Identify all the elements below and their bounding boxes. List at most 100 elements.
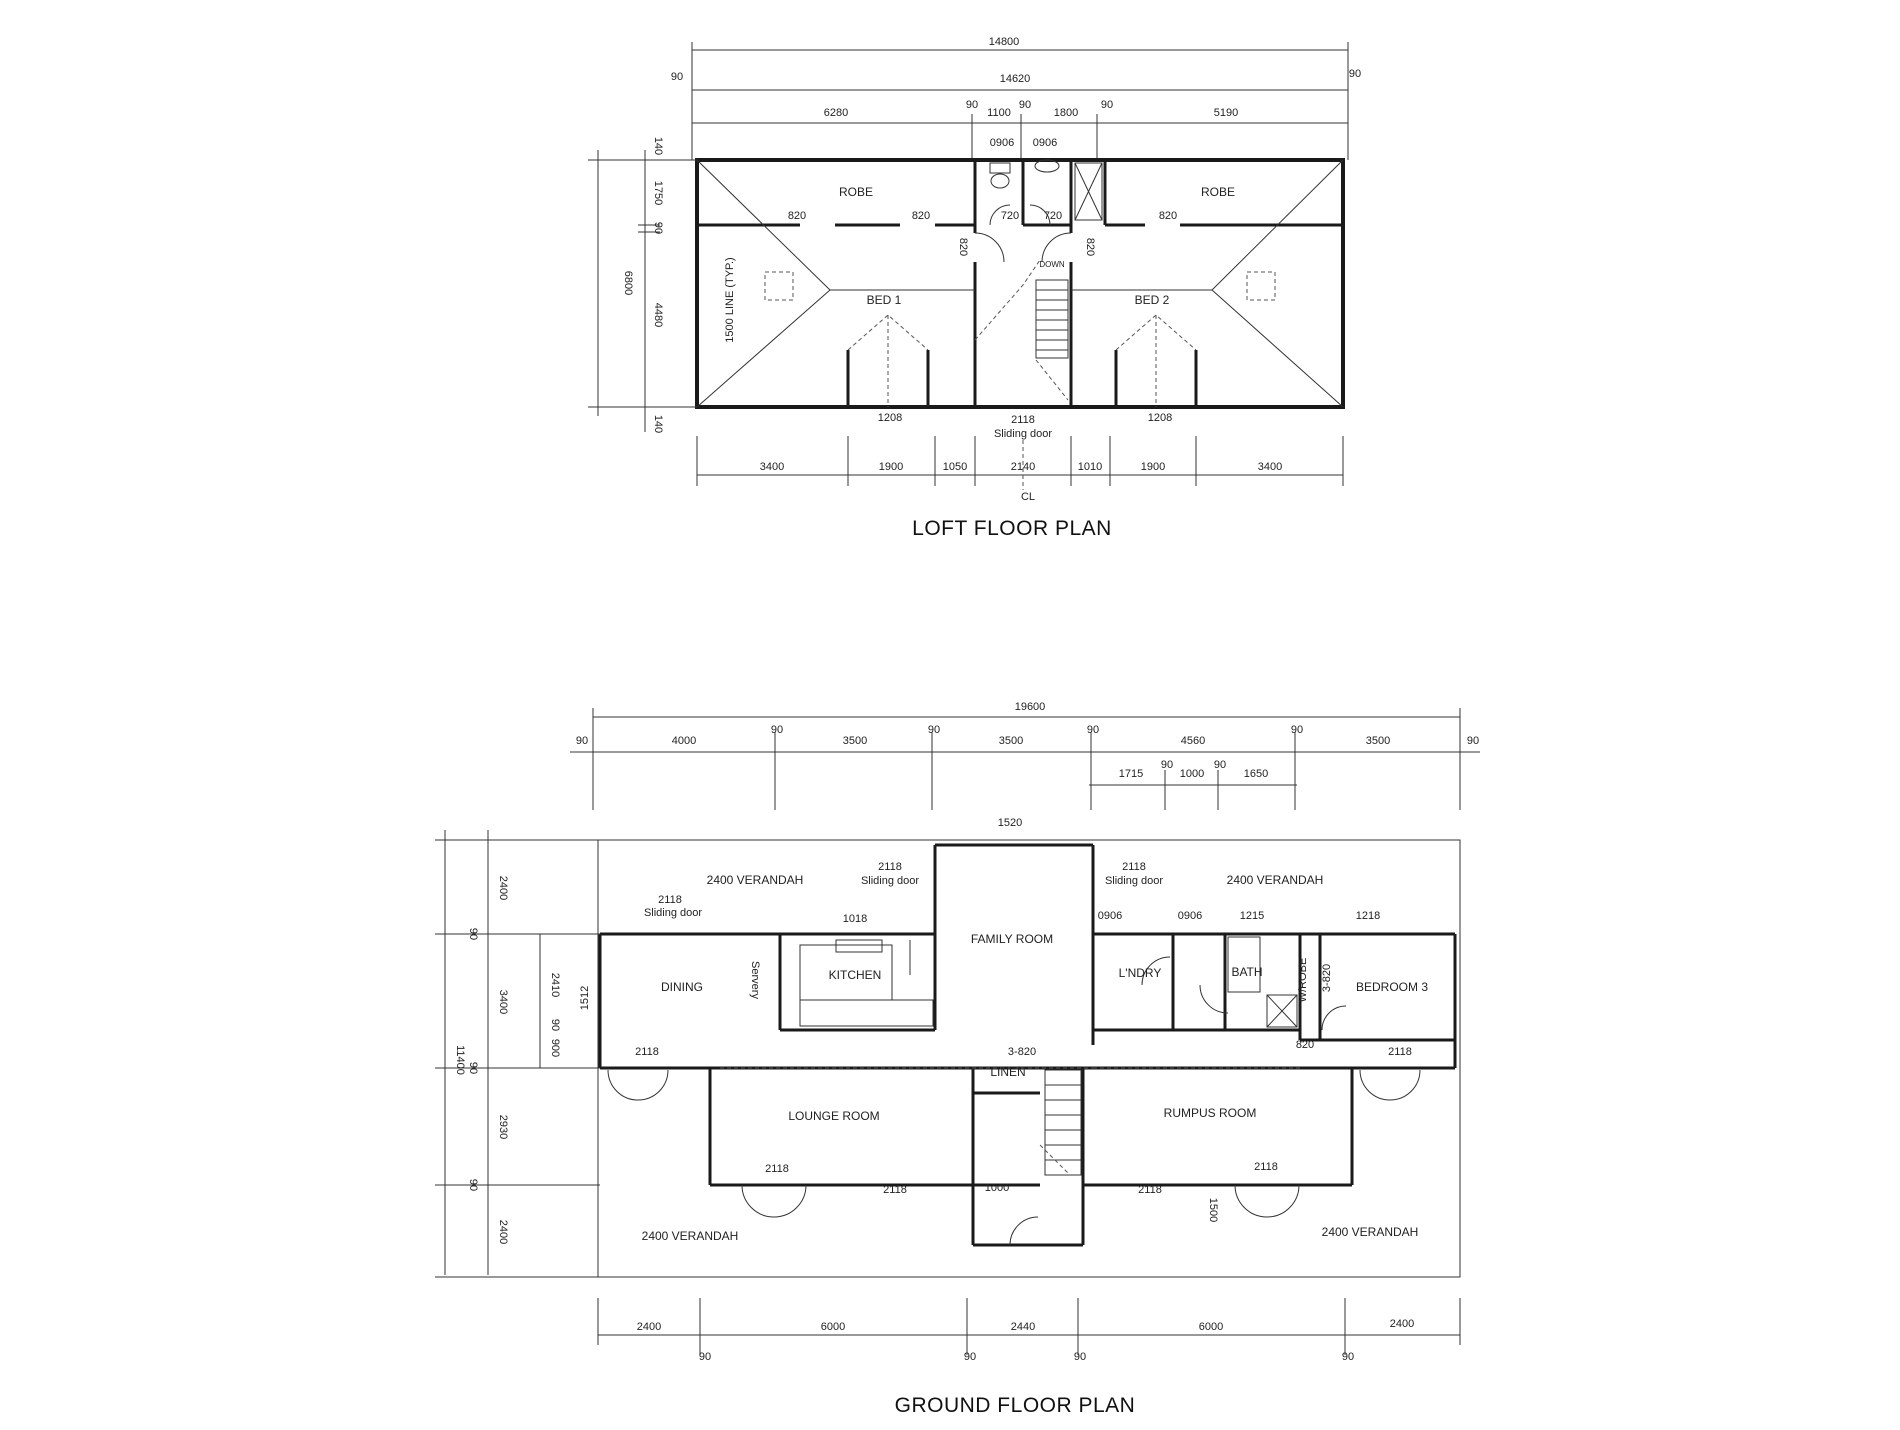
loft-door-820-v2: 820 (1084, 238, 1096, 256)
loft-door-820-v1: 820 (957, 238, 969, 256)
ground-top-1520: 1520 (998, 817, 1022, 829)
loft-wc-shower (974, 159, 1103, 263)
ground-dim-s4: 4560 (1181, 735, 1205, 747)
loft-door-820-a: 820 (788, 210, 806, 222)
ground-verandah-tr: 2400 VERANDAH (1227, 873, 1324, 887)
ground-dim-s2: 3500 (843, 735, 867, 747)
ground-in-2410: 2410 (549, 973, 561, 997)
loft-win-1208-a: 1208 (878, 412, 902, 424)
ground-verandah-bl: 2400 VERANDAH (642, 1229, 739, 1243)
ground-linen: LINEN (990, 1065, 1025, 1079)
loft-centerline: CL (1021, 491, 1035, 503)
ground-win-0906-a: 0906 (1098, 910, 1122, 922)
ground-left-total: 11400 (454, 1045, 466, 1075)
loft-door-820-c: 820 (1159, 210, 1177, 222)
loft-bot-2: 1900 (879, 461, 903, 473)
ground-walls (598, 843, 1457, 1247)
ground-left-dimensions: 2400 90 3400 90 2930 90 2400 11400 2410 … (435, 830, 600, 1278)
loft-door-720-a: 720 (1001, 210, 1019, 222)
loft-win-1208-b: 1208 (1148, 412, 1172, 424)
ground-win-1215: 1215 (1240, 910, 1264, 922)
ground-laundry: L'NDRY (1119, 966, 1162, 980)
ground-door-2118-b: 2118 (1388, 1046, 1412, 1058)
loft-left-90: 90 (652, 222, 664, 234)
loft-left-140-bot: 140 (652, 415, 664, 433)
ground-slide-mid-label: Sliding door (861, 875, 919, 887)
loft-door-820-b: 820 (912, 210, 930, 222)
ground-left-90-a: 90 (467, 928, 479, 940)
loft-bed2-label: BED 2 (1135, 293, 1170, 307)
loft-bot-3: 1050 (943, 461, 967, 473)
ground-lounge: LOUNGE ROOM (788, 1109, 879, 1123)
ground-bot-e1: 90 (699, 1351, 711, 1363)
ground-bot-e3: 90 (1074, 1351, 1086, 1363)
loft-door-720-b: 720 (1044, 210, 1062, 222)
ground-bed3-door: 3-820 (1321, 964, 1333, 992)
loft-left-total: 6800 (622, 271, 634, 295)
ground-dim-sub-e2: 90 (1214, 759, 1226, 771)
ground-in-900: 900 (549, 1039, 561, 1057)
ground-top-dimensions: 19600 90 4000 90 3500 90 3500 90 4560 90… (570, 701, 1480, 810)
loft-dim-seg2-gap: 90 (1019, 99, 1031, 111)
ground-kitchen-1018: 1018 (843, 913, 867, 925)
ground-title: GROUND FLOOR PLAN (895, 1394, 1136, 1417)
loft-dim-seg3-gap: 90 (1101, 99, 1113, 111)
ground-verandah-tl: 2400 VERANDAH (707, 873, 804, 887)
ground-win-0906-b: 0906 (1178, 910, 1202, 922)
loft-outer-wall (695, 158, 1345, 409)
ground-dim-s5: 3500 (1366, 735, 1390, 747)
loft-left-140-top: 140 (652, 137, 664, 155)
loft-bot-7: 3400 (1258, 461, 1282, 473)
ground-dim-s1: 4000 (672, 735, 696, 747)
loft-bot-6: 1900 (1141, 461, 1165, 473)
ground-dim-e4: 90 (1087, 724, 1099, 736)
ground-slide-mid-dim: 2118 (878, 861, 902, 873)
ground-door-2118-e: 2118 (1138, 1184, 1162, 1196)
ground-fittings (607, 936, 1421, 1246)
loft-robe-left-label: ROBE (839, 185, 873, 199)
loft-win-b: 0906 (1033, 137, 1057, 149)
ground-bot-e2: 90 (964, 1351, 976, 1363)
loft-dim-overall: 14800 (989, 36, 1020, 48)
loft-bot-4: 2140 (1011, 461, 1035, 473)
ground-rumpus: RUMPUS ROOM (1164, 1106, 1257, 1120)
loft-dim-edge-right: 90 (1349, 68, 1361, 80)
ground-slide-right-dim: 2118 (1122, 861, 1146, 873)
loft-roof-lines (696, 159, 1344, 408)
ground-in-90: 90 (549, 1019, 561, 1031)
ground-entry-1000: 1000 (985, 1182, 1009, 1194)
ground-verandah-br: 2400 VERANDAH (1322, 1225, 1419, 1239)
ground-bed3-820: 820 (1296, 1039, 1314, 1051)
ground-slide-left-dim: 2118 (658, 894, 682, 906)
ground-verandah-outline (597, 839, 1461, 1278)
loft-dim-seg1: 6280 (824, 107, 848, 119)
loft-dim-edge-left: 90 (671, 71, 683, 83)
ground-bot-3: 2440 (1011, 1321, 1035, 1333)
ground-bot-1: 2400 (637, 1321, 661, 1333)
loft-bottom-dimensions: 3400 1900 1050 2140 1010 1900 3400 CL (696, 436, 1344, 503)
loft-bot-1: 3400 (760, 461, 784, 473)
loft-stair (1035, 279, 1069, 401)
ground-bottom-dimensions: 2400 6000 2440 6000 2400 90 90 90 90 (597, 1298, 1461, 1363)
loft-win-a: 0906 (990, 137, 1014, 149)
ground-servery: Servery (749, 961, 761, 999)
ground-dining: DINING (661, 980, 703, 994)
ground-dim-e6: 90 (1467, 735, 1479, 747)
ground-left-90-b: 90 (467, 1062, 479, 1074)
ground-slide-left-label: Sliding door (644, 907, 702, 919)
loft-line-note: 1500 LINE (TYP.) (724, 257, 736, 342)
ground-dim-sub3: 1650 (1244, 768, 1268, 780)
ground-bot-5: 2400 (1390, 1318, 1414, 1330)
ground-left-90-c: 90 (467, 1179, 479, 1191)
ground-dim-overall: 19600 (1015, 701, 1046, 713)
ground-floor-plan: 19600 90 4000 90 3500 90 3500 90 4560 90… (435, 701, 1480, 1417)
loft-dim-seg1-gap: 90 (966, 99, 978, 111)
ground-wrobe: W/ROBE (1297, 958, 1309, 1003)
ground-left-2400-bot: 2400 (497, 1220, 509, 1244)
ground-dim-sub-e1: 90 (1161, 759, 1173, 771)
loft-title: LOFT FLOOR PLAN (912, 517, 1112, 540)
loft-dim-seg4: 5190 (1214, 107, 1238, 119)
ground-dim-e2: 90 (771, 724, 783, 736)
ground-bot-2: 6000 (821, 1321, 845, 1333)
